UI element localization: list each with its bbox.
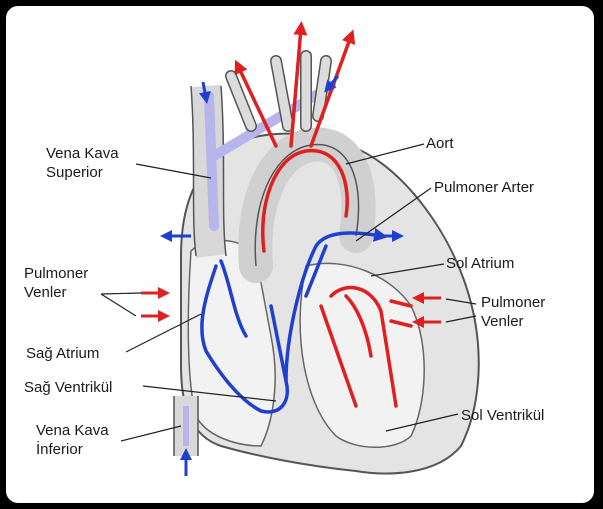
label-aort: Aort [426, 135, 454, 152]
label-sol-atrium: Sol Atrium [446, 255, 515, 272]
label-sol-ventrikul: Sol Ventrikül [461, 407, 545, 424]
label-vena-kava-superior: Vena Kava Superior [46, 145, 119, 181]
leader-lines [100, 143, 477, 442]
arrow-down-icon [198, 81, 211, 104]
label-pulmoner-venler-right: Pulmoner Venler [481, 294, 546, 330]
pulmonary-vein-arrows [141, 287, 441, 328]
label-vena-kava-inferior: Vena Kava İnferior [36, 422, 109, 458]
label-pulmoner-arter: Pulmoner Arter [434, 179, 535, 196]
heart-diagram [100, 21, 480, 476]
arrow-down-icon [324, 75, 340, 93]
label-pulmoner-venler-left: Pulmoner Venler [24, 265, 89, 301]
aortic-arch-outline [254, 143, 360, 267]
left-heart-chamber [299, 262, 425, 448]
oxygenated-flow [234, 21, 413, 408]
label-sag-atrium: Sağ Atrium [26, 345, 100, 362]
deoxygenated-flow [200, 227, 388, 414]
label-sag-ventrikul: Sağ Ventrikül [24, 379, 113, 396]
blue-arrows [160, 75, 404, 476]
diagram-frame: Vena Kava Superior Aort Pulmoner Arter S… [6, 6, 594, 503]
